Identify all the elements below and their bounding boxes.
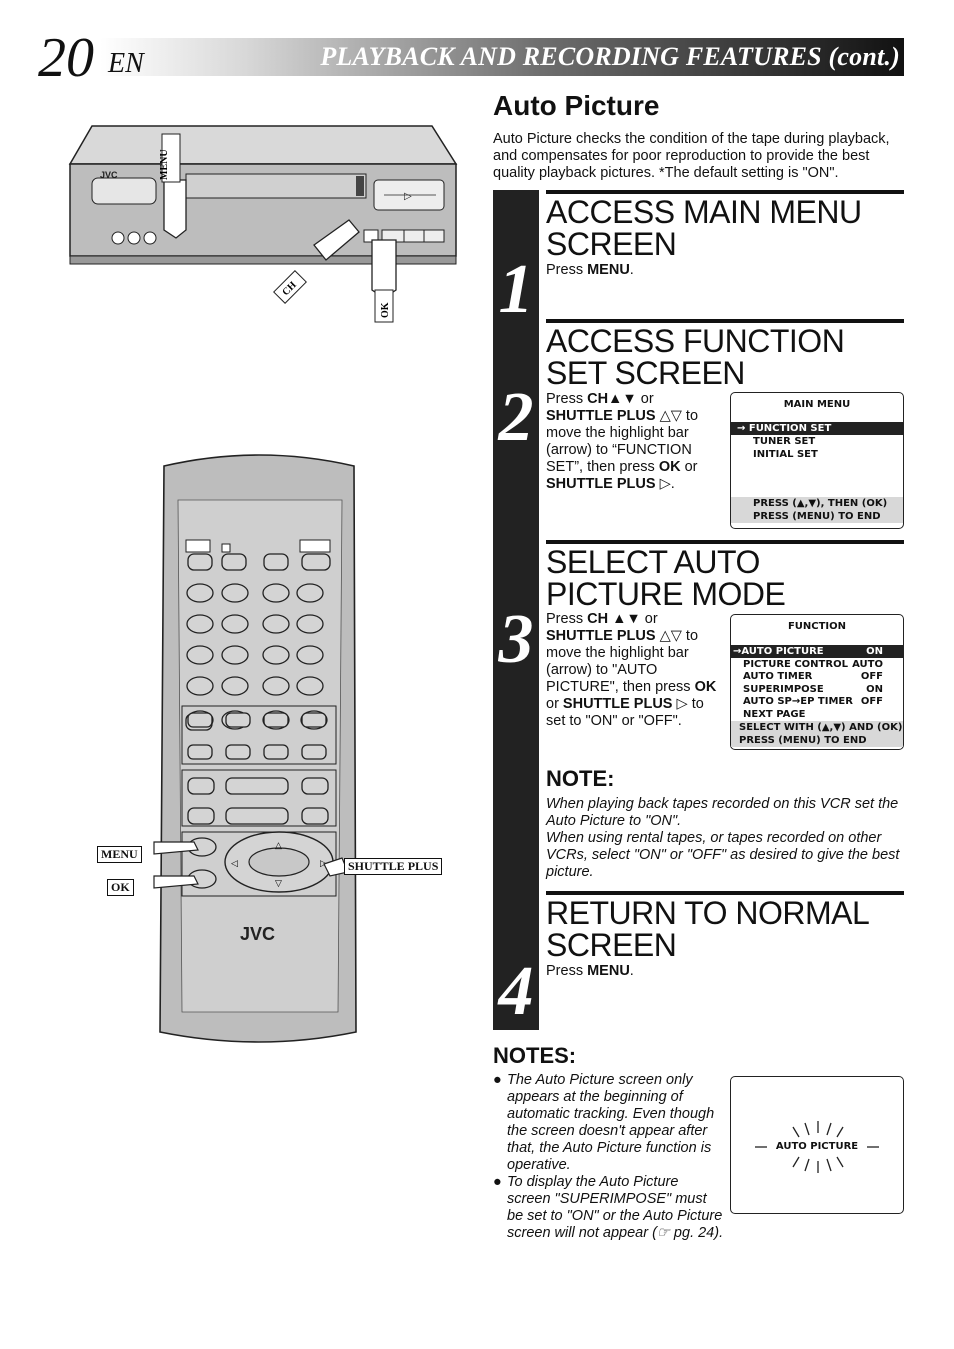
step-column [493,190,539,1030]
step-2-title: ACCESS FUNCTION SET SCREEN [546,323,845,391]
osd-function-footer: PRESS (MENU) TO END [731,734,903,747]
osd-function-row: →AUTO PICTURE ON [731,645,903,658]
vcr-menu-label: MENU [159,149,170,180]
step-1-number: 1 [498,251,534,328]
osd-main-menu-item: INITIAL SET [753,449,818,460]
flash-rays-icon [755,1121,879,1173]
section-title: Auto Picture [493,90,660,121]
vcr-ok-label: OK [380,302,391,318]
osd-main-menu-footer: PRESS (▲,▼), THEN (OK) [731,497,903,510]
step-1-rule [546,190,904,194]
osd-main-menu-item: TUNER SET [753,436,816,447]
note-heading: NOTE: [546,766,615,791]
osd-function-row-value: ON [866,683,883,695]
step-1-title: ACCESS MAIN MENU SCREEN [546,194,862,262]
osd-auto-picture-label: AUTO PICTURE [775,1141,859,1152]
remote-illustration: △ ▽ ◁ ▷ JVC [153,454,357,1043]
osd-function-row-value: OFF [860,696,883,707]
osd-main-menu-title: MAIN MENU [783,399,851,410]
step-2-number: 2 [498,379,534,456]
osd-function-footer: SELECT WITH (▲,▼) AND (OK) [731,721,903,734]
osd-function-row-label: AUTO SP→EP TIMER [743,696,853,707]
step-3-number: 3 [498,601,534,678]
page-language: EN [108,48,144,79]
osd-function-row: NEXT PAGE [731,708,903,721]
header-bar [100,38,904,76]
svg-text:▷: ▷ [320,858,327,868]
vcr-brand: JVC [100,170,118,180]
osd-main-menu-item: → FUNCTION SET [731,422,903,435]
step-2-rule [546,319,904,323]
remote-brand: JVC [240,924,275,944]
vcr-illustration: JVC ▷ MENU CH OK [68,125,458,323]
osd-function-row: PICTURE CONTROL AUTO [731,658,903,671]
remote-ok-callout: OK [107,879,134,896]
section-intro: Auto Picture checks the condition of the… [493,131,890,181]
step-4-number: 4 [498,953,534,1030]
svg-text:◁: ◁ [231,858,238,868]
remote-menu-callout: MENU [97,846,142,863]
notes-heading: NOTES: [493,1043,577,1068]
osd-function-row-value: OFF [860,671,883,682]
svg-text:△: △ [275,840,282,850]
osd-function-row: SUPERIMPOSE ON [731,683,903,696]
osd-function-row: AUTO SP→EP TIMER OFF [731,695,903,708]
step-3-rule [546,540,904,544]
step-3-title: SELECT AUTO PICTURE MODE [546,544,786,612]
header-title: PLAYBACK AND RECORDING FEATURES (cont.) [320,42,900,71]
osd-function-row-label: NEXT PAGE [743,708,806,720]
osd-function-title: FUNCTION [787,621,847,632]
osd-auto-picture: AUTO PICTURE [730,1076,904,1214]
page-number: 20 [38,27,94,89]
osd-function-row-label: PICTURE CONTROL [743,658,848,670]
notes-list: ● The Auto Picture screen only appears a… [493,1072,725,1242]
osd-function-row-label: SUPERIMPOSE [743,683,824,695]
osd-main-menu: MAIN MENU → FUNCTION SET TUNER SET INITI… [730,392,904,529]
bullet-icon: ● [493,1072,502,1088]
svg-text:▽: ▽ [275,878,282,888]
step-3-text: Press CH ▲▼ or SHUTTLE PLUS △▽ to move t… [546,611,717,729]
notes-item: ● The Auto Picture screen only appears a… [493,1072,715,1173]
note-text: When playing back tapes recorded on this… [546,796,900,880]
osd-function-row: AUTO TIMER OFF [731,670,903,683]
remote-shuttle-callout: SHUTTLE PLUS [344,858,443,875]
svg-text:▷: ▷ [404,191,412,202]
osd-function-row-value: ON [866,646,883,657]
step-4-text: Press MENU. [546,963,634,979]
step-2-text: Press CH▲▼ or SHUTTLE PLUS △▽ to move th… [546,391,699,492]
osd-function-row-label: →AUTO PICTURE [733,646,824,657]
osd-function-row-label: AUTO TIMER [743,671,813,682]
step-4-rule [546,891,904,895]
osd-main-menu-footer: PRESS (MENU) TO END [731,510,903,523]
osd-function-row-value: AUTO [852,658,883,670]
bullet-icon: ● [493,1174,502,1190]
step-4-title: RETURN TO NORMAL SCREEN [546,895,869,963]
step-1-text: Press MENU. [546,262,634,278]
notes-item: ● To display the Auto Picture screen "SU… [493,1174,724,1241]
